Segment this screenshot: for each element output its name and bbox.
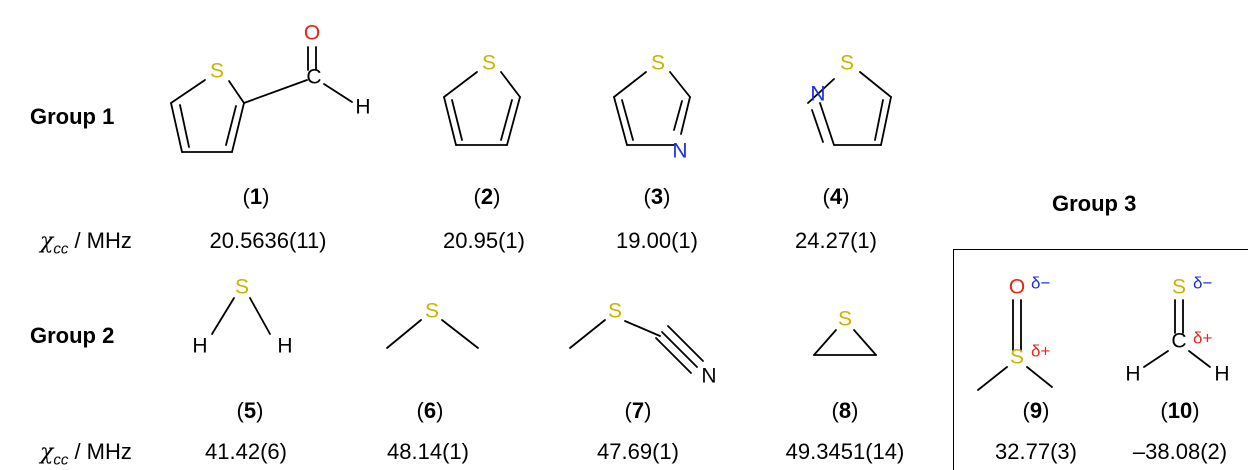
chi-cc-label-row2: χcc / MHz	[40, 439, 132, 469]
atom-h-5b: H	[277, 335, 292, 358]
atom-s-5: S	[235, 276, 249, 299]
atom-s-1: S	[210, 60, 224, 83]
atom-c-10: C	[1171, 330, 1186, 353]
atom-n-7: N	[701, 365, 716, 388]
atom-s-4: S	[840, 52, 854, 75]
structure-7	[569, 319, 704, 374]
value-compound-3: 19.00(1)	[616, 228, 698, 253]
delta-plus-10: δ+	[1193, 328, 1212, 347]
structure-5	[211, 297, 271, 335]
compound-label-1: (1)	[242, 184, 270, 209]
compound-label-2: (2)	[473, 184, 501, 209]
structure-3	[613, 71, 691, 146]
compound-label-5: (5)	[236, 398, 264, 423]
structure-4	[807, 71, 892, 146]
atom-c-1: C	[306, 66, 321, 89]
compound-label-10: (10)	[1160, 398, 1200, 423]
atom-o-1: O	[304, 22, 320, 45]
value-compound-4: 24.27(1)	[795, 228, 877, 253]
atom-h-5a: H	[192, 335, 207, 358]
atom-h-1: H	[355, 96, 370, 119]
value-compound-9: 32.77(3)	[995, 439, 1077, 464]
structure-2	[443, 71, 521, 146]
compound-label-3: (3)	[643, 184, 671, 209]
structure-10	[1143, 299, 1211, 368]
atom-s-8: S	[838, 308, 852, 331]
compound-label-4: (4)	[822, 184, 850, 209]
value-compound-10: –38.08(2)	[1132, 439, 1228, 464]
atom-s-9: S	[1010, 346, 1024, 369]
structure-6	[386, 319, 479, 349]
structure-8	[813, 329, 877, 356]
compound-label-9: (9)	[1022, 398, 1050, 423]
delta-minus-10: δ−	[1193, 273, 1212, 292]
value-compound-1: 20.5636(11)	[209, 228, 327, 253]
atom-s-10: S	[1172, 276, 1186, 299]
structure-9	[977, 299, 1053, 391]
chi-cc-label-row1: χcc / MHz	[40, 228, 132, 258]
atom-s-3: S	[651, 52, 665, 75]
atom-h-10a: H	[1125, 363, 1140, 386]
value-compound-8: 49.3451(14)	[785, 439, 905, 464]
value-compound-7: 47.69(1)	[597, 439, 679, 464]
value-compound-6: 48.14(1)	[387, 439, 469, 464]
compound-label-8: (8)	[831, 398, 859, 423]
group-1-label: Group 1	[30, 104, 115, 129]
atom-s-7: S	[608, 300, 622, 323]
compound-label-6: (6)	[416, 398, 444, 423]
compound-label-7: (7)	[624, 398, 652, 423]
atom-n-4: N	[810, 83, 825, 106]
delta-plus-9: δ+	[1031, 341, 1050, 360]
atom-h-10b: H	[1214, 363, 1229, 386]
atom-s-6: S	[425, 300, 439, 323]
atom-s-2: S	[482, 52, 496, 75]
value-compound-2: 20.95(1)	[443, 228, 525, 253]
structure-1	[170, 46, 353, 153]
group-3-label: Group 3	[1052, 191, 1137, 216]
atom-o-9: O	[1009, 276, 1025, 299]
value-compound-5: 41.42(6)	[205, 439, 287, 464]
group-2-label: Group 2	[30, 323, 115, 348]
group-3-box	[953, 249, 1248, 470]
delta-minus-9: δ−	[1031, 273, 1050, 292]
atom-n-3: N	[672, 140, 687, 163]
